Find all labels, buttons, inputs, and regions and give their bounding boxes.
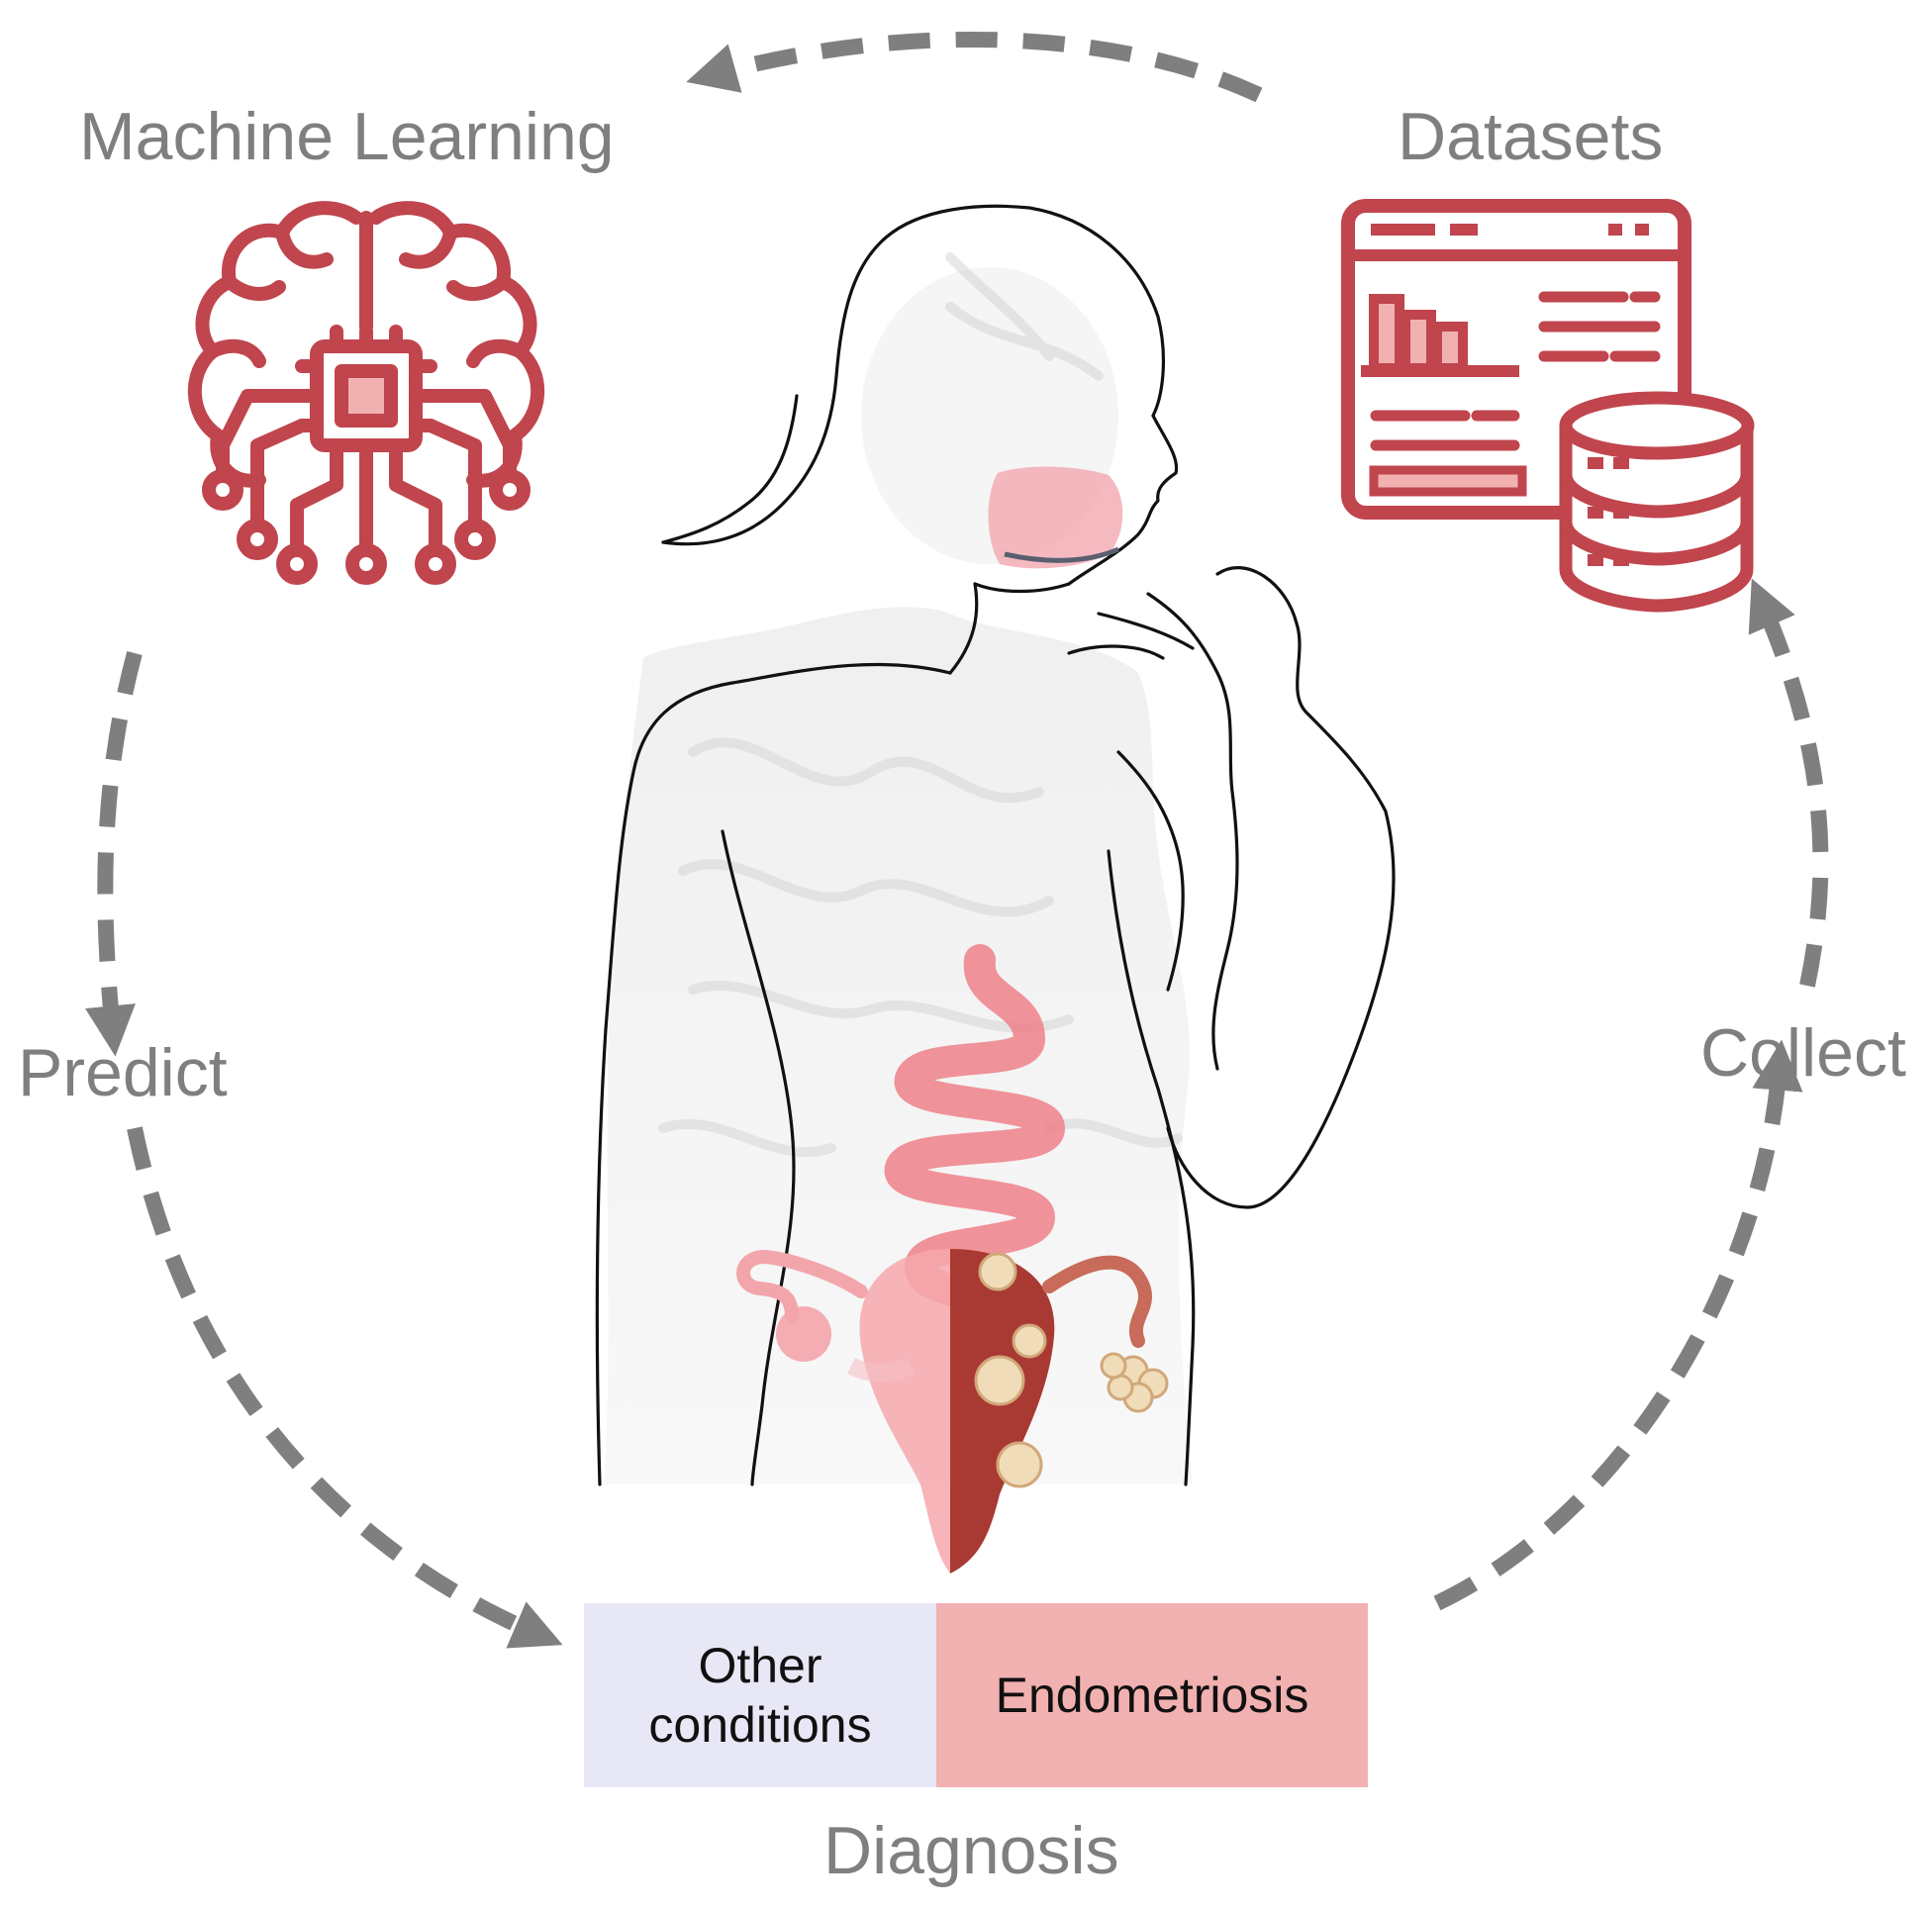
collect-label: Collect: [1700, 1015, 1906, 1091]
arrow-predict-to-diagnosis: [127, 1126, 563, 1649]
female-body-anatomy-illustration: [595, 204, 1396, 1574]
datasets-label: Datasets: [1398, 99, 1664, 174]
database-icon: [1559, 391, 1755, 613]
other-conditions-text: Other conditions: [648, 1638, 872, 1753]
arrow-ml-to-predict: [85, 650, 143, 1057]
predict-label: Predict: [18, 1035, 228, 1110]
dashboard-database-icon: [1341, 199, 1755, 613]
endometriosis-box: Endometriosis: [936, 1603, 1368, 1787]
chip-core-fill: [348, 378, 384, 414]
machine-learning-label: Machine Learning: [79, 99, 615, 174]
arrow-collect-to-datasets: [1748, 578, 1829, 988]
brain-chip-icon: [187, 201, 545, 585]
endometriosis-text: Endometriosis: [995, 1668, 1309, 1723]
arrow-diagnosis-to-collect: [1433, 1039, 1803, 1611]
cycle-arrows: [85, 32, 1829, 1649]
diagnosis-label: Diagnosis: [823, 1813, 1119, 1888]
other-conditions-box: Other conditions: [584, 1603, 936, 1787]
arrow-datasets-to-ml: [686, 32, 1263, 103]
uterus-illustration: [736, 1249, 1169, 1574]
